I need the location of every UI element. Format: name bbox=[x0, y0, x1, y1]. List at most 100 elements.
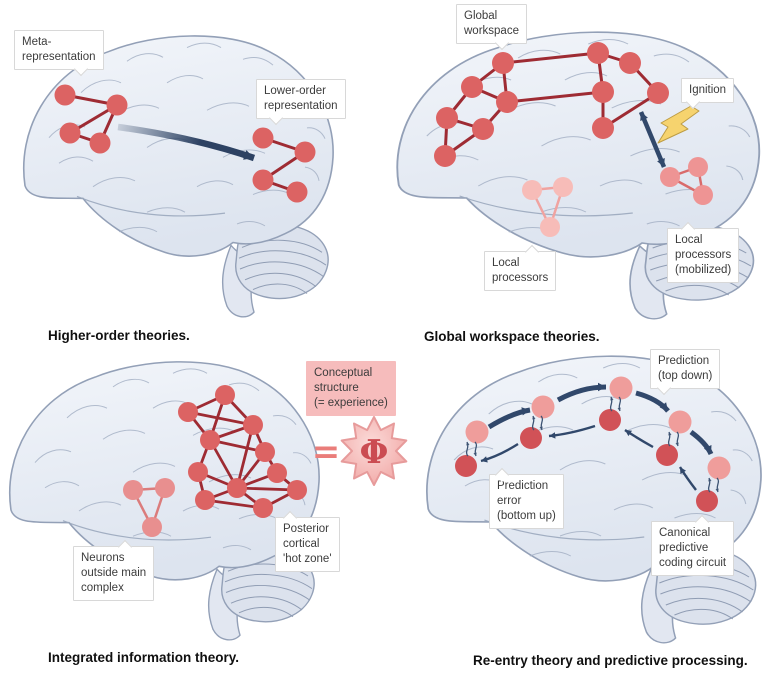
prediction-error-bottom-up-label-line: (bottom up) bbox=[497, 509, 556, 522]
posterior-cortical-hot-zone-label-line: Posterior bbox=[283, 523, 330, 535]
posterior-hot-zone-network bbox=[178, 385, 307, 518]
prediction-top-down-label-line: Prediction bbox=[658, 355, 710, 367]
canonical-predictive-coding-circuit-label-line: coding circuit bbox=[659, 556, 727, 569]
neurons-outside-main-complex-label-line: Neurons bbox=[81, 552, 125, 564]
ignition-double-arrow bbox=[638, 111, 667, 168]
reentry-squiggle-arrows bbox=[531, 415, 544, 431]
error-arrow-3 bbox=[624, 429, 654, 449]
local-processors-mobilized-cluster-node bbox=[693, 185, 713, 205]
lower-order-cluster-node bbox=[252, 127, 274, 149]
local-processors-cluster-node bbox=[522, 180, 542, 200]
prediction-nodes-node bbox=[531, 395, 555, 419]
higher-order-arrow bbox=[117, 123, 256, 162]
posterior-hot-zone-network-node bbox=[195, 490, 215, 510]
global-workspace-network-node bbox=[619, 52, 641, 74]
prediction-arrow-2 bbox=[556, 382, 607, 403]
prediction-arrow-4 bbox=[689, 429, 714, 456]
global-workspace-label: Global workspace bbox=[456, 4, 527, 50]
phi-star bbox=[340, 416, 408, 486]
ignition-label-line: Ignition bbox=[689, 84, 727, 96]
posterior-hot-zone-network-node bbox=[267, 463, 287, 483]
posterior-hot-zone-network-node bbox=[215, 385, 235, 405]
neurons-outside-main-complex-label-line: outside main bbox=[81, 566, 147, 579]
local-processors-cluster-node bbox=[553, 177, 573, 197]
prediction-top-down-label: Prediction(top down) bbox=[650, 349, 721, 395]
caption-reentry: Re-entry theory and predictive processin… bbox=[473, 653, 748, 668]
posterior-hot-zone-network-node bbox=[255, 442, 275, 462]
posterior-cortical-hot-zone-label-line: cortical bbox=[283, 537, 320, 550]
error-nodes-node bbox=[656, 444, 678, 466]
neurons-outside-main-complex-label: Neurons outside main complex bbox=[73, 539, 155, 601]
reentry-squiggle-arrows bbox=[609, 396, 622, 412]
conceptual-structure-label-line: structure bbox=[314, 381, 359, 394]
caption-global-workspace: Global workspace theories. bbox=[424, 329, 600, 344]
global-workspace-network-node bbox=[496, 91, 518, 113]
neurons-outside-main-complex-label-line: complex bbox=[81, 581, 124, 594]
local-processors-cluster-node bbox=[540, 217, 560, 237]
posterior-hot-zone-network-node bbox=[253, 498, 273, 518]
prediction-nodes-node bbox=[609, 376, 633, 400]
neurons-outside-complex-cluster-node bbox=[142, 517, 162, 537]
local-processors-mobilized-label: Local processors (mobilized) bbox=[667, 221, 740, 283]
meta-representation-cluster-node bbox=[59, 122, 81, 144]
error-nodes-node bbox=[520, 427, 542, 449]
conceptual-structure-label-line: Conceptual bbox=[314, 367, 373, 379]
posterior-hot-zone-network-node bbox=[200, 430, 220, 450]
prediction-nodes bbox=[465, 376, 731, 480]
posterior-hot-zone-network-node bbox=[287, 480, 307, 500]
meta-representation-label-line: representation bbox=[22, 50, 96, 63]
reentry-squiggle-arrows bbox=[707, 477, 720, 493]
error-arrow-4 bbox=[678, 466, 697, 491]
lower-order-representation-label-line: Lower-order bbox=[264, 85, 326, 97]
global-workspace-network-node bbox=[592, 81, 614, 103]
reentry-squiggle-arrows bbox=[465, 441, 478, 457]
posterior-hot-zone-network-node bbox=[188, 462, 208, 482]
neurons-outside-complex-cluster-node bbox=[155, 478, 175, 498]
lower-order-representation-label: Lower-order representation bbox=[256, 79, 346, 125]
error-nodes-node bbox=[696, 490, 718, 512]
local-processors-mobilized-label-line: processors bbox=[675, 248, 732, 261]
local-processors-mobilized-label-line: (mobilized) bbox=[675, 263, 732, 276]
global-workspace-network-node bbox=[434, 145, 456, 167]
global-workspace-network-node bbox=[592, 117, 614, 139]
neurons-outside-complex-cluster bbox=[123, 478, 175, 537]
global-workspace-network-node bbox=[647, 82, 669, 104]
prediction-arrow-1 bbox=[487, 407, 531, 430]
neurons-outside-complex-cluster-node bbox=[123, 480, 143, 500]
lower-order-cluster bbox=[252, 127, 316, 203]
ignition-bolt-icon bbox=[657, 105, 700, 144]
local-processors-mobilized-cluster bbox=[660, 157, 713, 205]
global-workspace-label-line: workspace bbox=[464, 24, 519, 37]
lower-order-cluster-node bbox=[286, 181, 308, 203]
error-nodes-node bbox=[599, 409, 621, 431]
prediction-error-bottom-up-label-line: Prediction bbox=[497, 480, 549, 492]
prediction-nodes-node bbox=[668, 410, 692, 434]
error-nodes-node bbox=[455, 455, 477, 477]
lower-order-cluster-node bbox=[252, 169, 274, 191]
error-arrow-2 bbox=[548, 424, 596, 439]
global-workspace-network bbox=[434, 42, 669, 167]
local-processors-label-line: processors bbox=[492, 271, 549, 284]
local-processors-cluster bbox=[522, 177, 573, 237]
global-workspace-network-node bbox=[472, 118, 494, 140]
error-arrow-1 bbox=[480, 442, 519, 463]
ignition-label: Ignition bbox=[681, 78, 735, 110]
local-processors-mobilized-cluster-node bbox=[688, 157, 708, 177]
prediction-nodes-node bbox=[465, 420, 489, 444]
meta-representation-cluster-node bbox=[89, 132, 111, 154]
reentry-squiggle-arrows bbox=[667, 431, 680, 447]
error-nodes bbox=[455, 409, 718, 512]
phi-symbol: Φ bbox=[360, 432, 389, 471]
local-processors-mobilized-cluster-node bbox=[660, 167, 680, 187]
local-processors-mobilized-label-line: Local bbox=[675, 234, 703, 246]
global-workspace-label-line: Global bbox=[464, 10, 498, 22]
caption-higher-order: Higher-order theories. bbox=[48, 328, 190, 343]
meta-representation-label: Meta-representation bbox=[14, 30, 104, 76]
lower-order-representation-label-line: representation bbox=[264, 99, 338, 112]
global-workspace-network-node bbox=[461, 76, 483, 98]
